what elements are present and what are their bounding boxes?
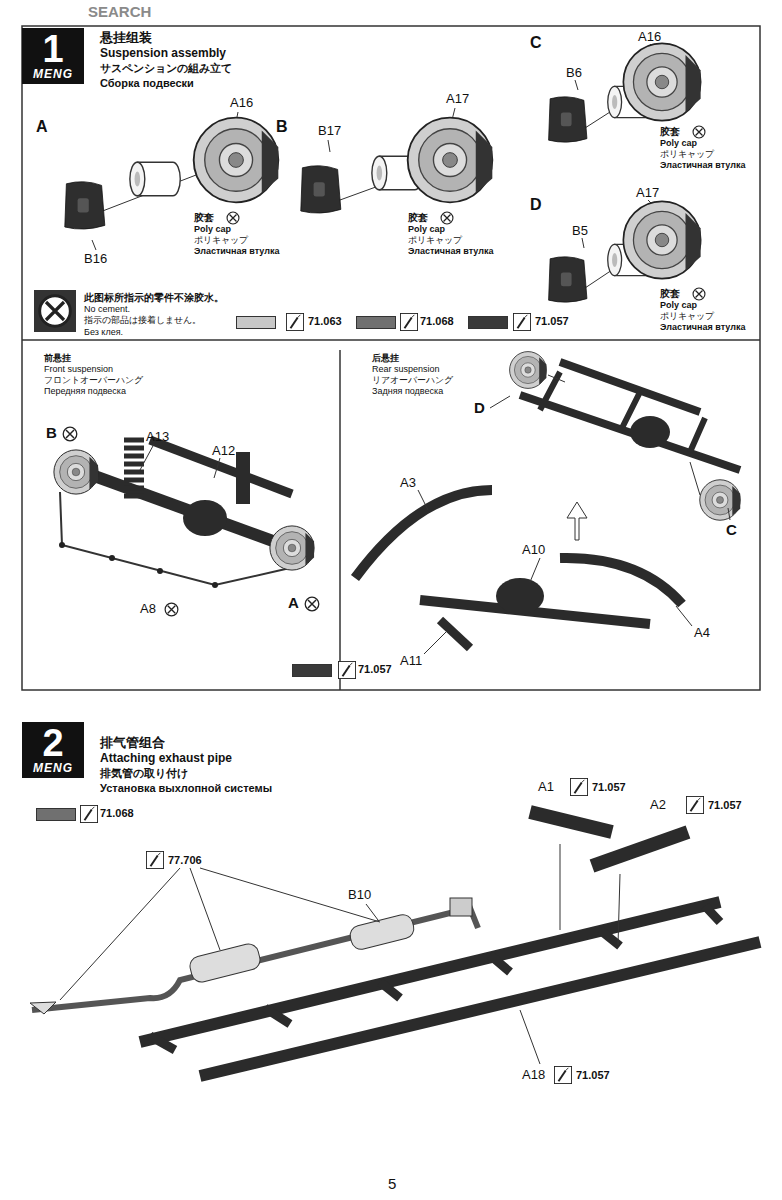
part-label: 胶套 [660,126,680,137]
part-label: A17 [636,186,659,200]
part-label: Эластичная втулка [660,323,745,333]
part-label: D [474,400,485,417]
part-label: A1 [538,780,554,794]
part-label: A [36,118,48,136]
part-label: 77.706 [168,854,202,866]
part-label: 71.057 [708,799,742,811]
part-label: Poly cap [660,139,697,149]
part-label: A13 [146,430,169,444]
part-label: C [530,34,542,52]
part-label: サスペンションの組み立て [100,62,232,74]
paint-code: 71.057 [535,315,569,327]
part-label: Эластичная втулка [194,247,279,257]
part-label: 排气管组合 [100,736,165,750]
paint-swatch [356,316,396,329]
part-label: ポリキャップ [408,236,462,246]
part-label: 排気管の取り付け [100,767,188,779]
step-badge: 1MENG [22,28,84,84]
part-label: D [530,196,542,214]
part-label: 悬挂组装 [100,31,152,45]
paint-swatch [468,316,508,329]
part-label: A12 [212,444,235,458]
part-label: フロントオーバーハング [44,376,143,386]
part-label: 此图标所指示的零件不涂胶水。 [84,292,224,303]
part-label: Сборка подвески [100,77,194,89]
part-label: Без клея. [84,328,123,338]
part-label: C [726,522,737,539]
part-label: A10 [522,543,545,557]
part-label: Poly cap [194,225,231,235]
part-label: A16 [638,30,661,44]
part-label: A18 [522,1068,545,1082]
part-label: A3 [400,476,416,490]
step-number: 1 [28,30,78,68]
part-label: 后悬挂 [372,354,399,364]
brand-label: MENG [28,68,78,81]
part-label: Установка выхлопной системы [100,782,272,794]
part-label: B [46,425,57,442]
part-label: 5 [388,1176,396,1193]
part-label: Задняя подвеска [372,387,443,397]
part-label: Poly cap [660,301,697,311]
part-label: 71.057 [592,781,626,793]
part-label: ポリキャップ [194,236,248,246]
part-label: Suspension assembly [100,47,226,60]
part-label: A4 [694,626,710,640]
part-label: Poly cap [408,225,445,235]
sub-assemblies [34,43,705,332]
part-label: A [288,595,299,612]
part-label: A16 [230,96,253,110]
part-label: 71.057 [576,1069,610,1081]
step-badge: 2MENG [22,722,84,778]
part-label: B [276,118,288,136]
paint-swatch [36,808,76,821]
part-label: リアオーバーハング [372,376,453,386]
part-label: A2 [650,798,666,812]
part-label: Front suspension [44,365,113,375]
part-label: 胶套 [660,288,680,299]
part-label: ポリキャップ [660,150,714,160]
part-label: A11 [400,654,422,668]
step-number: 2 [28,724,78,762]
brand-label: MENG [28,762,78,775]
part-label: No cement. [84,305,130,315]
watermark: SEARCH [88,4,151,21]
paint-swatch [236,316,276,329]
part-label: B17 [318,124,341,138]
part-label: Attaching exhaust pipe [100,752,232,765]
part-label: Передняя подвеска [44,387,126,397]
exhaust-and-frame [30,778,760,1083]
paint-code: 71.068 [420,315,454,327]
part-label: Эластичная втулка [408,247,493,257]
part-label: Эластичная втулка [660,161,745,171]
part-label: B5 [572,224,588,238]
front-suspension [54,427,356,678]
paint-code: 71.063 [308,315,342,327]
paint-code: 71.057 [358,663,392,675]
part-label: 前悬挂 [44,354,71,364]
part-label: ポリキャップ [660,312,714,322]
frames [22,26,760,690]
part-label: Rear suspension [372,365,440,375]
part-label: B10 [348,888,371,902]
part-label: 指示の部品は接着しません。 [84,316,201,326]
paint-code: 71.068 [100,807,134,819]
part-label: B16 [84,252,107,266]
rear-suspension [355,352,740,654]
paint-swatch [292,664,332,677]
part-label: 胶套 [194,212,214,223]
part-label: A17 [446,92,469,106]
part-label: B6 [566,66,582,80]
part-label: A8 [140,602,156,616]
part-label: 胶套 [408,212,428,223]
